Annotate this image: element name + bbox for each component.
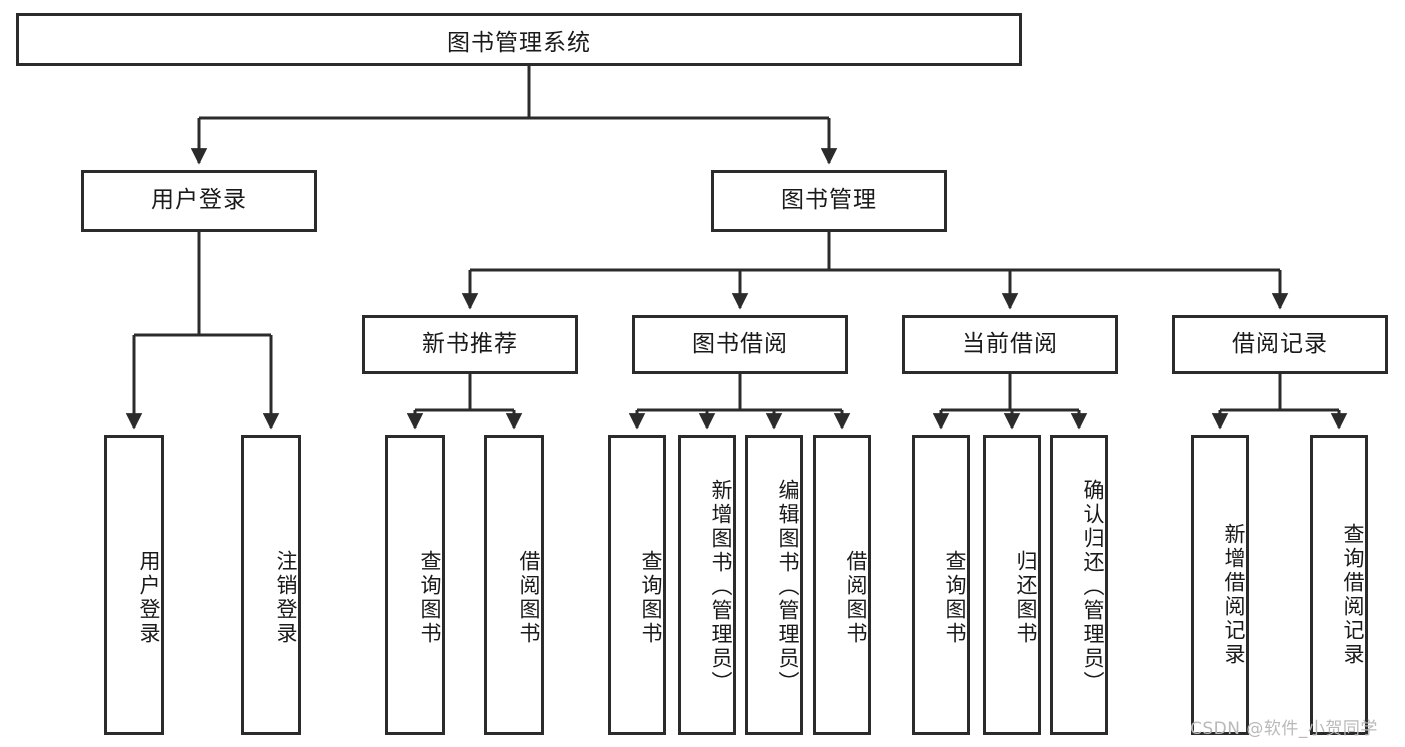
node-leaf-lend-book-label: 借阅图书: [844, 550, 868, 646]
node-leaf-user-login[interactable]: 用户登录: [104, 435, 164, 735]
node-leaf-edit-book-admin-label: 编辑图书（管理员）: [776, 479, 800, 695]
node-current-borrow-label: 当前借阅: [962, 330, 1058, 357]
node-leaf-current-query-book[interactable]: 查询图书: [912, 435, 970, 735]
csdn-watermark: CSDN @软件_小贺同学: [1190, 719, 1378, 739]
node-book-borrow[interactable]: 图书借阅: [632, 315, 848, 374]
node-root[interactable]: 图书管理系统: [16, 13, 1022, 66]
node-leaf-return-book-label: 归还图书: [1014, 550, 1038, 646]
node-new-book-recommend[interactable]: 新书推荐: [362, 315, 578, 374]
node-leaf-lend-book[interactable]: 借阅图书: [813, 435, 871, 735]
node-borrow-record-label: 借阅记录: [1232, 330, 1328, 357]
node-leaf-edit-book-admin[interactable]: 编辑图书（管理员）: [745, 435, 803, 735]
node-leaf-recommend-query-book-label: 查询图书: [418, 550, 442, 646]
node-book-management-label: 图书管理: [781, 187, 877, 214]
node-leaf-recommend-query-book[interactable]: 查询图书: [385, 435, 445, 735]
node-leaf-confirm-return-admin-label: 确认归还（管理员）: [1081, 479, 1105, 695]
node-leaf-confirm-return-admin[interactable]: 确认归还（管理员）: [1050, 435, 1108, 735]
node-leaf-add-borrow-record[interactable]: 新增借阅记录: [1191, 435, 1249, 735]
node-borrow-record[interactable]: 借阅记录: [1172, 315, 1388, 374]
node-book-management[interactable]: 图书管理: [711, 170, 947, 232]
node-new-book-recommend-label: 新书推荐: [422, 330, 518, 357]
node-user-login-label: 用户登录: [151, 187, 247, 214]
node-leaf-user-logout-label: 注销登录: [274, 550, 298, 646]
node-current-borrow[interactable]: 当前借阅: [902, 315, 1118, 374]
node-leaf-return-book[interactable]: 归还图书: [983, 435, 1041, 735]
node-book-borrow-label: 图书借阅: [692, 330, 788, 357]
node-leaf-borrow-query-book[interactable]: 查询图书: [608, 435, 666, 735]
node-leaf-add-book-admin[interactable]: 新增图书（管理员）: [678, 435, 736, 735]
node-leaf-current-query-book-label: 查询图书: [943, 550, 967, 646]
node-leaf-recommend-borrow-book[interactable]: 借阅图书: [484, 435, 544, 735]
node-leaf-query-borrow-record[interactable]: 查询借阅记录: [1310, 435, 1368, 735]
node-leaf-borrow-query-book-label: 查询图书: [639, 550, 663, 646]
node-root-label: 图书管理系统: [447, 29, 591, 56]
node-leaf-user-logout[interactable]: 注销登录: [241, 435, 301, 735]
node-leaf-add-borrow-record-label: 新增借阅记录: [1222, 523, 1246, 667]
node-leaf-query-borrow-record-label: 查询借阅记录: [1341, 523, 1365, 667]
node-leaf-recommend-borrow-book-label: 借阅图书: [517, 550, 541, 646]
node-leaf-user-login-label: 用户登录: [137, 550, 161, 646]
node-user-login[interactable]: 用户登录: [81, 170, 317, 232]
node-leaf-add-book-admin-label: 新增图书（管理员）: [709, 479, 733, 695]
